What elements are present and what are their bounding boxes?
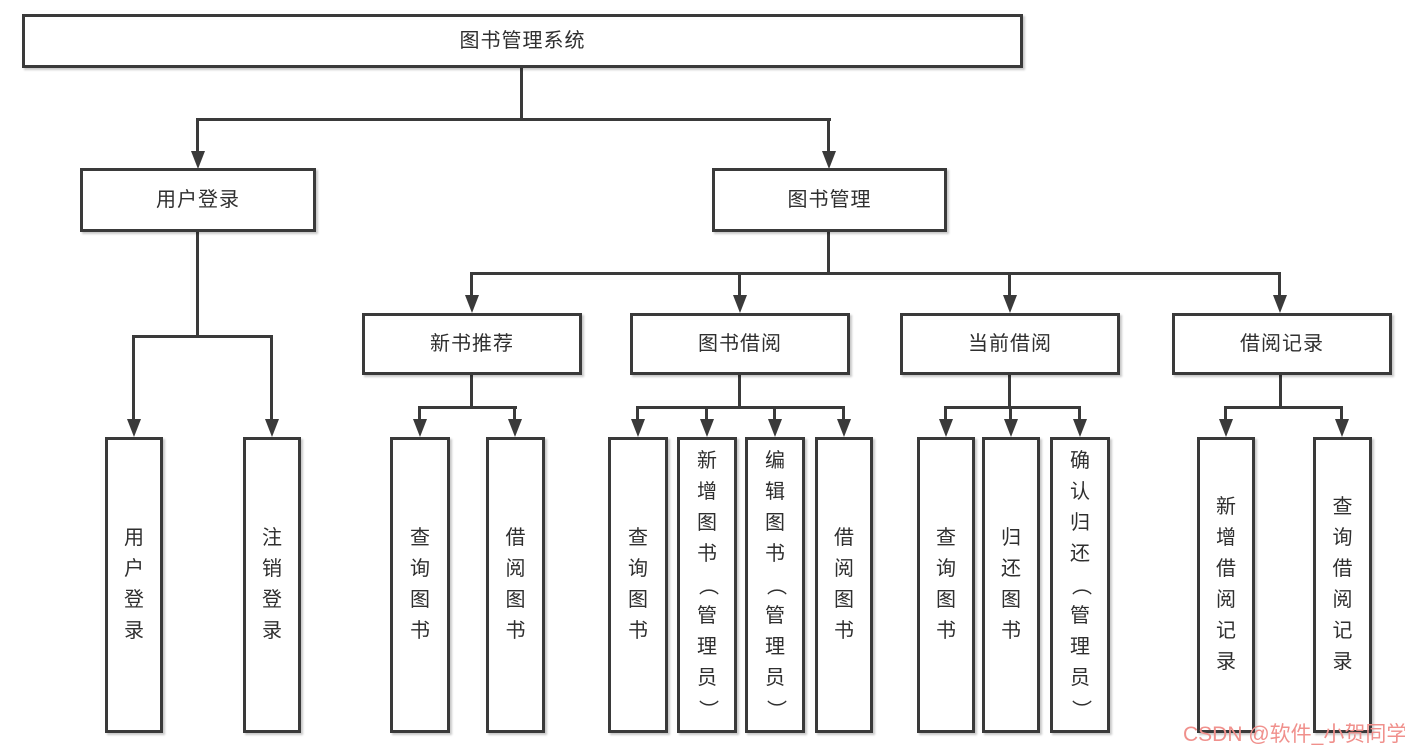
node-label: 查询图书 <box>410 527 430 642</box>
arrow-down-icon <box>1273 295 1287 313</box>
node-label: 当前借阅 <box>968 333 1052 355</box>
edge-line <box>1224 406 1227 420</box>
node-label: 确认归还（管理员） <box>1069 449 1092 720</box>
leaf-edit-books-admin: 编辑图书（管理员） <box>745 437 805 733</box>
node-label: 用户登录 <box>124 527 144 642</box>
arrow-down-icon <box>822 151 836 169</box>
node-label: 图书管理系统 <box>459 30 586 52</box>
leaf-query-books-borrowing: 查询图书 <box>608 437 668 733</box>
edge-line <box>1278 272 1281 296</box>
edge-line <box>471 272 1281 275</box>
node-book-borrowing: 图书借阅 <box>630 313 850 375</box>
node-label: 查询图书 <box>936 527 956 642</box>
edge-line <box>827 118 830 151</box>
edge-line <box>842 406 845 420</box>
edge-line <box>637 406 845 409</box>
node-book-management: 图书管理 <box>712 168 947 232</box>
arrow-down-icon <box>508 419 522 437</box>
node-new-book-recommend: 新书推荐 <box>362 313 582 375</box>
node-label: 查询借阅记录 <box>1332 496 1353 673</box>
edge-line <box>470 375 473 406</box>
edge-line <box>1078 406 1081 420</box>
edge-line <box>944 406 947 420</box>
arrow-down-icon <box>191 151 205 169</box>
leaf-user-login: 用户登录 <box>105 437 163 733</box>
edge-line <box>1340 406 1343 420</box>
leaf-add-borrow-record: 新增借阅记录 <box>1197 437 1255 733</box>
leaf-query-books-current: 查询图书 <box>917 437 975 733</box>
arrow-down-icon <box>1335 419 1349 437</box>
arrow-down-icon <box>413 419 427 437</box>
node-label: 图书管理 <box>787 189 872 211</box>
edge-line <box>738 272 741 296</box>
node-label: 图书借阅 <box>698 333 782 355</box>
arrow-down-icon <box>700 419 714 437</box>
edge-line <box>270 335 273 419</box>
node-label: 查询图书 <box>628 527 648 642</box>
edge-line <box>513 406 516 420</box>
node-label: 借阅记录 <box>1240 333 1324 355</box>
edge-line <box>636 406 639 420</box>
watermark: CSDN @软件_小贺同学 <box>1183 723 1405 746</box>
edge-line <box>196 232 199 335</box>
arrow-down-icon <box>127 419 141 437</box>
leaf-logout: 注销登录 <box>243 437 301 733</box>
edge-line <box>827 232 830 272</box>
edge-line <box>133 335 273 338</box>
edge-line <box>1008 375 1011 406</box>
edge-line <box>419 406 517 409</box>
edge-line <box>945 406 1081 409</box>
leaf-return-books: 归还图书 <box>982 437 1040 733</box>
arrow-down-icon <box>265 419 279 437</box>
arrow-down-icon <box>768 419 782 437</box>
node-borrowing-records: 借阅记录 <box>1172 313 1392 375</box>
node-label: 归还图书 <box>1001 527 1021 642</box>
arrow-down-icon <box>1219 419 1233 437</box>
edge-line <box>1279 375 1282 406</box>
leaf-confirm-return-admin: 确认归还（管理员） <box>1050 437 1110 733</box>
leaf-query-borrow-record: 查询借阅记录 <box>1313 437 1372 733</box>
node-label: 编辑图书（管理员） <box>764 449 787 720</box>
arrow-down-icon <box>1073 419 1087 437</box>
edge-line <box>1009 406 1012 420</box>
edge-line <box>705 406 708 420</box>
edge-line <box>196 118 199 151</box>
node-label: 用户登录 <box>156 189 240 211</box>
arrow-down-icon <box>465 295 479 313</box>
edge-line <box>520 68 523 118</box>
node-label: 新增图书（管理员） <box>696 449 719 720</box>
leaf-borrow-books-recommend: 借阅图书 <box>486 437 545 733</box>
node-label: 注销登录 <box>262 527 282 642</box>
edge-line <box>773 406 776 420</box>
arrow-down-icon <box>1003 295 1017 313</box>
arrow-down-icon <box>939 419 953 437</box>
edge-line <box>418 406 421 420</box>
node-current-borrowing: 当前借阅 <box>900 313 1120 375</box>
edge-line <box>1008 272 1011 296</box>
node-library-management-system: 图书管理系统 <box>22 14 1023 68</box>
node-label: 借阅图书 <box>834 527 854 642</box>
edge-line <box>470 272 473 296</box>
leaf-query-books-recommend: 查询图书 <box>390 437 450 733</box>
arrow-down-icon <box>837 419 851 437</box>
node-label: 借阅图书 <box>505 527 526 642</box>
node-label: 新书推荐 <box>430 333 514 355</box>
edge-line <box>738 375 741 406</box>
arrow-down-icon <box>733 295 747 313</box>
node-label: 新增借阅记录 <box>1216 496 1236 673</box>
edge-line <box>132 335 135 419</box>
edge-line <box>1225 406 1343 409</box>
node-user-login: 用户登录 <box>80 168 316 232</box>
arrow-down-icon <box>631 419 645 437</box>
leaf-borrow-books: 借阅图书 <box>815 437 873 733</box>
edge-line <box>197 118 831 121</box>
leaf-add-books-admin: 新增图书（管理员） <box>677 437 737 733</box>
arrow-down-icon <box>1004 419 1018 437</box>
